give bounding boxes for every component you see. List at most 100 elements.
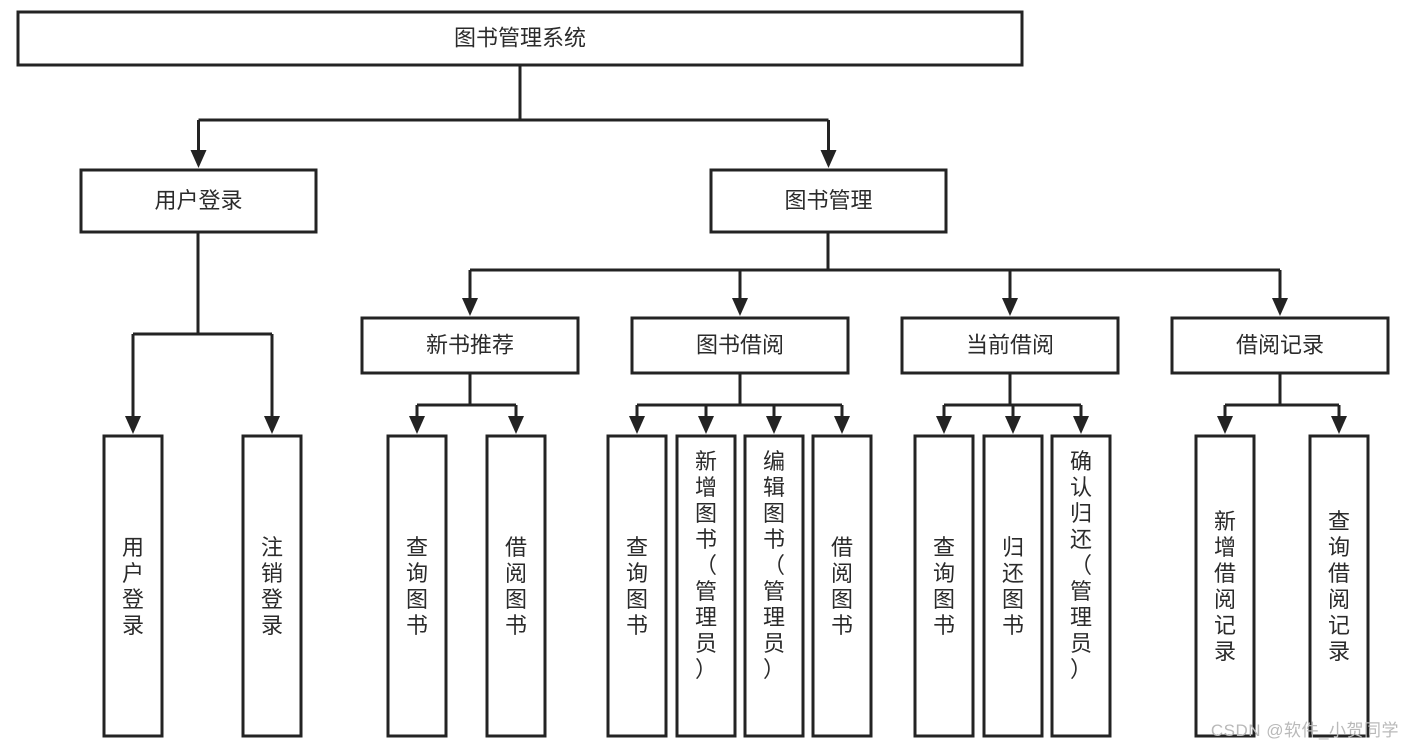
svg-text:注: 注 — [261, 535, 283, 560]
node-root[interactable]: 图书管理系统 — [16, 10, 1024, 67]
svg-text:书: 书 — [695, 527, 717, 552]
arrow-head-icon — [264, 416, 280, 434]
svg-text:管: 管 — [763, 579, 785, 604]
node-box-leaf-query-book-2 — [606, 434, 668, 738]
csdn-watermark: CSDN @软件_小贺同学 — [1210, 721, 1399, 740]
arrow-head-icon — [820, 150, 837, 168]
svg-text:归: 归 — [1070, 501, 1092, 526]
svg-text:询: 询 — [626, 561, 648, 586]
svg-text:登: 登 — [261, 587, 283, 612]
svg-text:录: 录 — [122, 613, 144, 638]
node-box-leaf-borrow-book-1 — [485, 434, 547, 738]
svg-text:增: 增 — [1214, 535, 1236, 560]
svg-text:销: 销 — [261, 561, 283, 586]
svg-text:（: （ — [1070, 553, 1092, 578]
svg-text:新: 新 — [1214, 509, 1236, 534]
arrow-head-icon — [1005, 416, 1021, 434]
svg-text:记: 记 — [1214, 613, 1236, 638]
svg-text:图: 图 — [406, 587, 428, 612]
node-box-leaf-return-book — [982, 434, 1044, 738]
node-box-leaf-query-book-1 — [386, 434, 448, 738]
node-box-root — [16, 10, 1024, 67]
svg-text:查: 查 — [933, 535, 955, 560]
svg-text:借: 借 — [831, 535, 853, 560]
svg-text:查: 查 — [626, 535, 648, 560]
connector-c-bookborrow-to-leaves — [629, 373, 850, 434]
node-box-leaf-user-logout — [241, 434, 303, 738]
node-label-borrow-record: 借阅记录 — [1236, 332, 1324, 357]
node-box-leaf-confirm-return — [1050, 434, 1112, 738]
svg-text:（: （ — [763, 553, 785, 578]
connector-c-root-to-level2 — [190, 65, 837, 168]
node-layer: 图书管理系统用户登录图书管理新书推荐图书借阅当前借阅借阅记录用户登录注销登录查询… — [16, 10, 1390, 738]
node-box-book-manage — [709, 168, 948, 234]
node-new-book-rec[interactable]: 新书推荐 — [360, 316, 580, 375]
node-box-leaf-add-record — [1194, 434, 1256, 738]
svg-text:还: 还 — [1002, 561, 1024, 586]
arrow-head-icon — [409, 416, 425, 434]
node-label-book-borrow: 图书借阅 — [696, 332, 784, 357]
arrow-head-icon — [698, 416, 714, 434]
node-leaf-user-login[interactable]: 用户登录 — [102, 434, 164, 738]
svg-text:员: 员 — [1070, 631, 1092, 656]
node-book-manage[interactable]: 图书管理 — [709, 168, 948, 234]
svg-text:阅: 阅 — [1214, 587, 1236, 612]
svg-text:询: 询 — [933, 561, 955, 586]
node-user-login[interactable]: 用户登录 — [79, 168, 318, 234]
svg-text:理: 理 — [695, 605, 717, 630]
node-label-leaf-user-login: 用户登录 — [122, 535, 144, 638]
svg-text:用: 用 — [122, 535, 144, 560]
svg-text:新: 新 — [695, 449, 717, 474]
arrow-head-icon — [1002, 298, 1018, 316]
svg-text:编: 编 — [763, 449, 785, 474]
svg-text:录: 录 — [1328, 639, 1350, 664]
arrow-head-icon — [190, 150, 207, 168]
svg-text:图: 图 — [505, 587, 527, 612]
svg-text:）: ） — [695, 657, 717, 682]
connector-c-newbook-to-leaves — [409, 373, 524, 434]
connector-layer — [125, 65, 1347, 434]
svg-text:记: 记 — [1328, 613, 1350, 638]
svg-text:图: 图 — [626, 587, 648, 612]
node-box-user-login — [79, 168, 318, 234]
connector-c-userlogin-to-leaves — [125, 232, 280, 434]
node-label-root: 图书管理系统 — [454, 25, 586, 50]
node-label-current-borrow: 当前借阅 — [966, 332, 1054, 357]
node-box-leaf-edit-book — [743, 434, 805, 738]
svg-text:户: 户 — [122, 561, 144, 586]
node-book-borrow[interactable]: 图书借阅 — [630, 316, 850, 375]
svg-text:（: （ — [695, 553, 717, 578]
arrow-head-icon — [462, 298, 478, 316]
svg-text:图: 图 — [1002, 587, 1024, 612]
arrow-head-icon — [125, 416, 141, 434]
svg-text:书: 书 — [505, 613, 527, 638]
node-borrow-record[interactable]: 借阅记录 — [1170, 316, 1390, 375]
svg-text:图: 图 — [933, 587, 955, 612]
node-label-book-manage: 图书管理 — [784, 188, 872, 213]
arrow-head-icon — [1272, 298, 1288, 316]
node-current-borrow[interactable]: 当前借阅 — [900, 316, 1120, 375]
svg-text:管: 管 — [695, 579, 717, 604]
